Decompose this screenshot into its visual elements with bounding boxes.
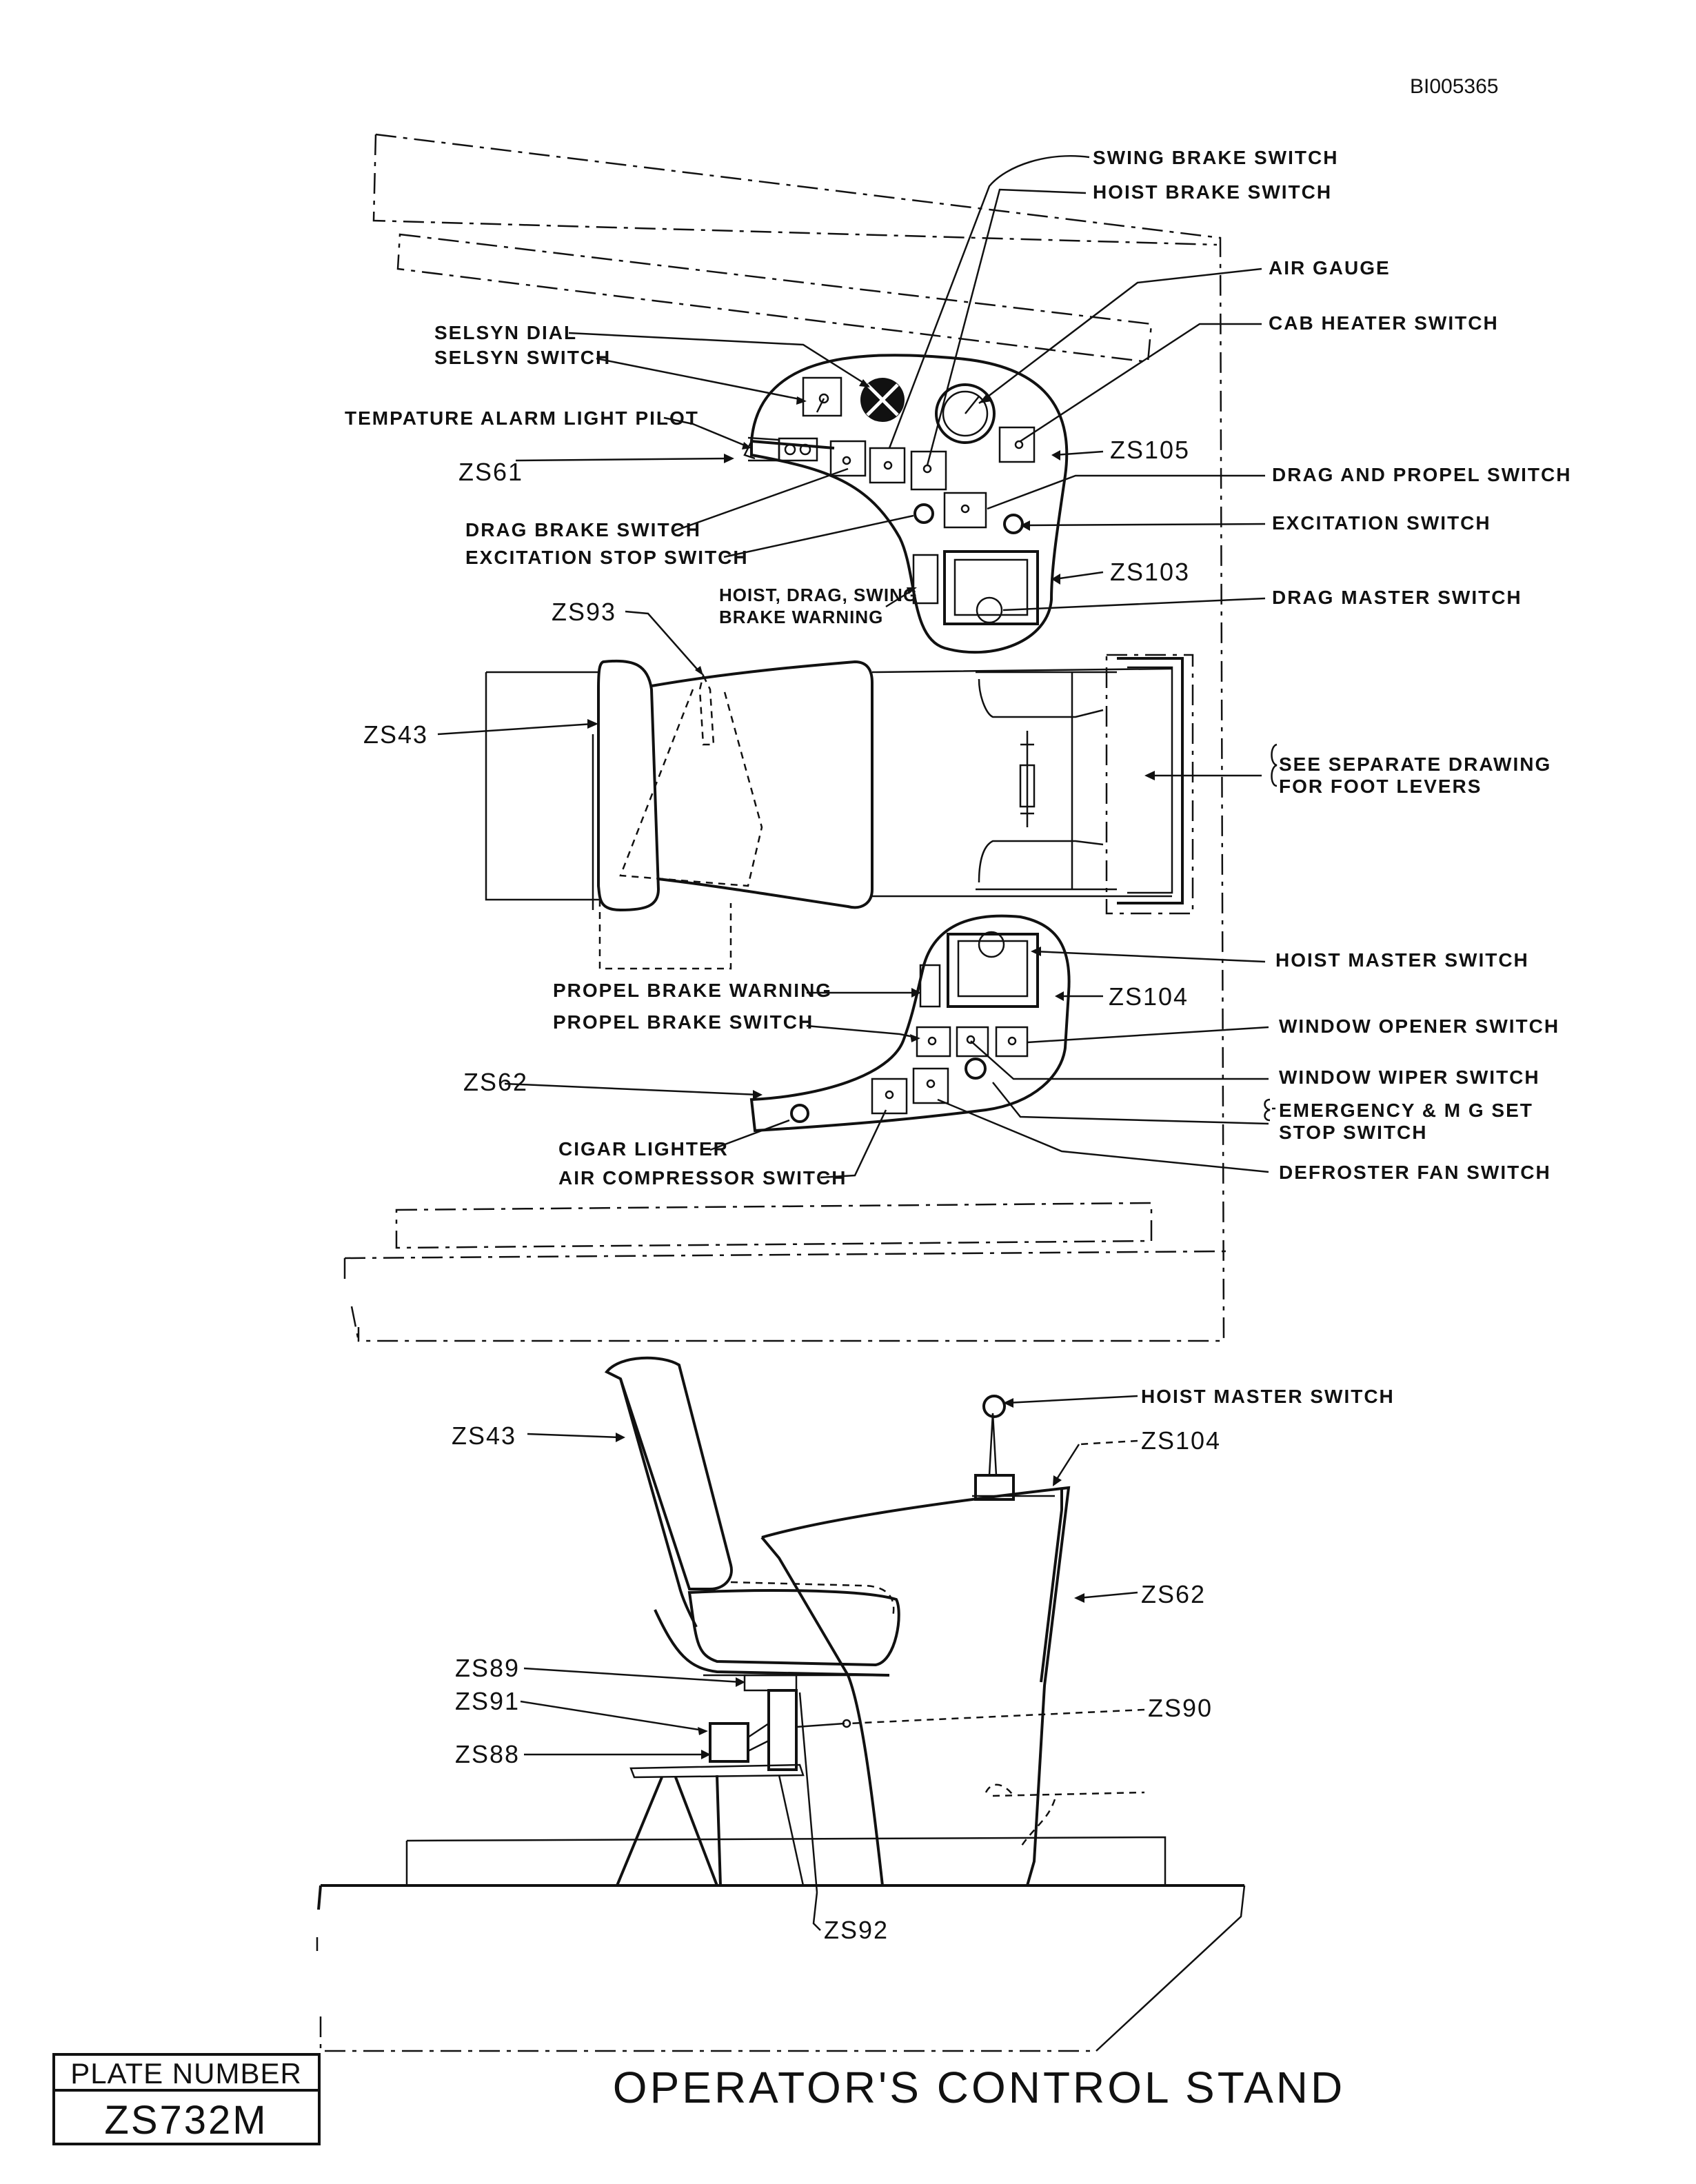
seat-back: [604, 1356, 733, 1590]
label-propel-brake-switch: PROPEL BRAKE SWITCH: [553, 1011, 814, 1033]
plan-view: [343, 133, 1231, 1342]
side-view: [316, 1356, 1246, 2052]
label-see-separate-2: FOR FOOT LEVERS: [1279, 776, 1482, 797]
ref-zs103: ZS103: [1110, 558, 1190, 586]
label-drag-master-switch: DRAG MASTER SWITCH: [1272, 587, 1522, 608]
ref-zs43-top: ZS43: [363, 720, 428, 749]
label-air-gauge: AIR GAUGE: [1269, 257, 1391, 279]
hoist-master-switch-top: [947, 933, 1039, 1008]
ref-zs62-top: ZS62: [463, 1068, 528, 1096]
label-cab-heater-switch: CAB HEATER SWITCH: [1269, 312, 1499, 334]
seat-cushion: [687, 1589, 900, 1667]
side-leaders: [520, 1395, 1145, 1931]
ref-zs88: ZS88: [455, 1740, 520, 1768]
label-hoist-master-switch-side: HOIST MASTER SWITCH: [1141, 1386, 1395, 1407]
label-drag-and-propel-switch: DRAG AND PROPEL SWITCH: [1272, 464, 1571, 485]
label-excitation-stop-switch: EXCITATION STOP SWITCH: [465, 547, 749, 568]
label-air-compressor-switch: AIR COMPRESSOR SWITCH: [558, 1167, 847, 1189]
label-defroster-fan-switch: DEFROSTER FAN SWITCH: [1279, 1162, 1551, 1183]
label-propel-brake-warning: PROPEL BRAKE WARNING: [553, 980, 832, 1001]
label-window-wiper-switch: WINDOW WIPER SWITCH: [1279, 1066, 1540, 1088]
document-id: BI005365: [1410, 75, 1498, 98]
ref-zs92: ZS92: [824, 1916, 889, 1944]
selsyn-switch-box: [802, 376, 842, 417]
console-body: [761, 1486, 1071, 1886]
label-excitation-switch: EXCITATION SWITCH: [1272, 512, 1491, 534]
drag-master-switch: [943, 550, 1039, 625]
excitation-button: [1003, 514, 1024, 534]
cigar-lighter: [790, 1104, 809, 1123]
label-temp-alarm-light: TEMPATURE ALARM LIGHT PILOT: [345, 407, 699, 429]
ref-zs61: ZS61: [458, 458, 523, 486]
label-emergency-1: EMERGENCY & M G SET: [1279, 1100, 1533, 1121]
label-see-separate-1: SEE SEPARATE DRAWING: [1279, 754, 1551, 775]
ref-zs104-top: ZS104: [1109, 982, 1189, 1011]
hoist-master-switch-side: [974, 1474, 1015, 1501]
plate-number-label: PLATE NUMBER: [70, 2057, 302, 2090]
ref-zs104-side: ZS104: [1141, 1426, 1221, 1455]
excitation-stop-button: [913, 503, 934, 524]
label-emergency-2: STOP SWITCH: [1279, 1122, 1427, 1143]
temp-alarm-light: [778, 437, 818, 462]
label-selsyn-switch: SELSYN SWITCH: [434, 347, 611, 368]
plate-number-value: ZS732M: [104, 2098, 267, 2143]
ref-zs89: ZS89: [455, 1654, 520, 1682]
label-brake-warning-2: BRAKE WARNING: [719, 607, 883, 627]
ref-zs105: ZS105: [1110, 436, 1190, 464]
foot-lever-frame: [1117, 657, 1184, 904]
ref-zs62-side: ZS62: [1141, 1580, 1206, 1608]
label-drag-brake-switch: DRAG BRAKE SWITCH: [465, 519, 701, 540]
zs88-box: [709, 1722, 749, 1763]
ref-zs93: ZS93: [552, 598, 616, 626]
label-swing-brake-switch: SWING BRAKE SWITCH: [1093, 147, 1338, 168]
ref-zs91: ZS91: [455, 1687, 520, 1715]
seat-top-view: [597, 659, 660, 912]
label-selsyn-dial: SELSYN DIAL: [434, 322, 577, 343]
air-gauge: [935, 383, 996, 444]
ref-zs43-side: ZS43: [452, 1422, 516, 1450]
ref-zs90: ZS90: [1148, 1694, 1213, 1722]
label-brake-warning-1: HOIST, DRAG, SWING: [719, 585, 918, 605]
label-window-opener-switch: WINDOW OPENER SWITCH: [1279, 1015, 1559, 1037]
side-labels: HOIST MASTER SWITCH ZS43 ZS104 ZS62 ZS89…: [452, 1386, 1395, 1944]
cab-heater-switch-box: [998, 426, 1036, 463]
plate-number-box: PLATE NUMBER ZS732M: [52, 2053, 321, 2145]
page-title: OPERATOR'S CONTROL STAND: [613, 2063, 1345, 2112]
upper-console: [750, 354, 1069, 654]
lower-console: [749, 914, 1071, 1133]
plan-leaders: [437, 154, 1278, 1179]
label-hoist-brake-switch: HOIST BRAKE SWITCH: [1093, 181, 1332, 203]
plan-labels: SWING BRAKE SWITCH HOIST BRAKE SWITCH AI…: [345, 147, 1571, 1189]
label-cigar-lighter: CIGAR LIGHTER: [558, 1138, 729, 1160]
drag-propel-switch-box: [943, 492, 987, 529]
drag-brake-switch-box: [829, 440, 867, 477]
label-hoist-master-switch-top: HOIST MASTER SWITCH: [1275, 949, 1529, 971]
